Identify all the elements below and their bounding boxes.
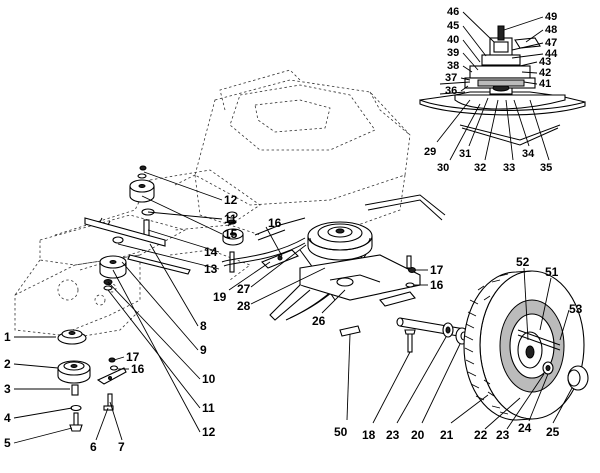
callout-46: 46 [447, 6, 459, 18]
key-50 [339, 325, 361, 337]
callout-24: 24 [518, 421, 532, 435]
callout-37: 37 [445, 72, 457, 84]
spacer-3 [71, 384, 79, 396]
idler-pulley-upper [129, 165, 155, 203]
callout-49: 49 [545, 11, 557, 23]
callout-51: 51 [545, 265, 559, 279]
callout-12-lower: 12 [202, 425, 216, 439]
washer-23-right [542, 361, 554, 375]
callout-5: 5 [4, 436, 11, 450]
callout-34: 34 [522, 148, 535, 160]
callout-8: 8 [200, 319, 207, 333]
idler-bracket-7 [96, 367, 127, 411]
bolt-17-right [405, 255, 416, 288]
callout-17-left: 17 [126, 350, 140, 364]
callout-43: 43 [539, 56, 551, 68]
callout-26: 26 [312, 314, 326, 328]
idler-plate-19 [261, 249, 299, 269]
callout-32: 32 [474, 162, 486, 174]
callout-20: 20 [411, 428, 425, 442]
idler-pulley-right-15 [222, 211, 244, 273]
callout-16-center: 16 [268, 216, 282, 230]
tire-tread [464, 273, 509, 415]
callout-22: 22 [474, 428, 488, 442]
callout-33: 33 [503, 162, 515, 174]
transaxle-bracket-26 [269, 254, 421, 321]
callout-13: 13 [204, 262, 218, 276]
callout-35: 35 [540, 162, 552, 174]
callout-48: 48 [545, 24, 557, 36]
callout-19: 19 [213, 290, 227, 304]
callout-16-right: 16 [430, 278, 444, 292]
leader-lines [13, 11, 573, 444]
callout-14: 14 [204, 245, 218, 259]
callout-41: 41 [539, 78, 551, 90]
idler-arm [84, 217, 191, 275]
callout-17-right: 17 [430, 263, 444, 277]
callout-30: 30 [437, 162, 449, 174]
support-rod [254, 194, 446, 241]
callout-16-left: 16 [131, 362, 145, 376]
callout-2: 2 [4, 357, 11, 371]
callout-23-right: 23 [496, 428, 510, 442]
callout-25: 25 [546, 425, 560, 439]
callout-52: 52 [516, 255, 530, 269]
callout-31: 31 [459, 148, 471, 160]
callout-28: 28 [237, 299, 251, 313]
washer-4 [70, 404, 82, 412]
pulley-2 [57, 360, 91, 384]
callout-45: 45 [447, 20, 459, 32]
callout-3: 3 [4, 382, 11, 396]
bolt-18 [404, 329, 416, 353]
main-pulley-27 [307, 221, 373, 261]
callout-44: 44 [545, 48, 558, 60]
callout-4: 4 [4, 411, 11, 425]
callout-29: 29 [424, 146, 436, 158]
callout-7: 7 [118, 440, 125, 454]
callout-50: 50 [334, 425, 348, 439]
callout-18: 18 [362, 428, 376, 442]
callout-39: 39 [447, 47, 459, 59]
callout-27: 27 [237, 282, 251, 296]
callout-53: 53 [569, 302, 583, 316]
wheel-assembly [463, 270, 585, 421]
callout-11-lower: 11 [202, 401, 215, 415]
callout-38: 38 [447, 60, 459, 72]
hub-cap-25 [567, 365, 589, 391]
callout-labels: 1 2 3 4 5 6 7 17 16 8 9 10 11 12 12 11 1… [4, 6, 583, 454]
callout-40: 40 [447, 34, 459, 46]
idler-nut-17-left [108, 357, 119, 371]
callout-1: 1 [4, 330, 11, 344]
callout-6: 6 [90, 440, 97, 454]
bolt-5 [69, 412, 83, 432]
callout-42: 42 [539, 67, 551, 79]
callout-15: 15 [224, 227, 238, 241]
washer-23-left [442, 322, 454, 338]
pulley-1 [57, 329, 87, 345]
callout-23-left: 23 [386, 428, 400, 442]
callout-36: 36 [445, 85, 457, 97]
callout-10: 10 [202, 372, 216, 386]
callout-21: 21 [440, 428, 454, 442]
callout-47: 47 [545, 37, 557, 49]
callout-9: 9 [200, 343, 207, 357]
callout-11-upper: 11 [224, 212, 237, 226]
callout-12-upper: 12 [224, 193, 238, 207]
